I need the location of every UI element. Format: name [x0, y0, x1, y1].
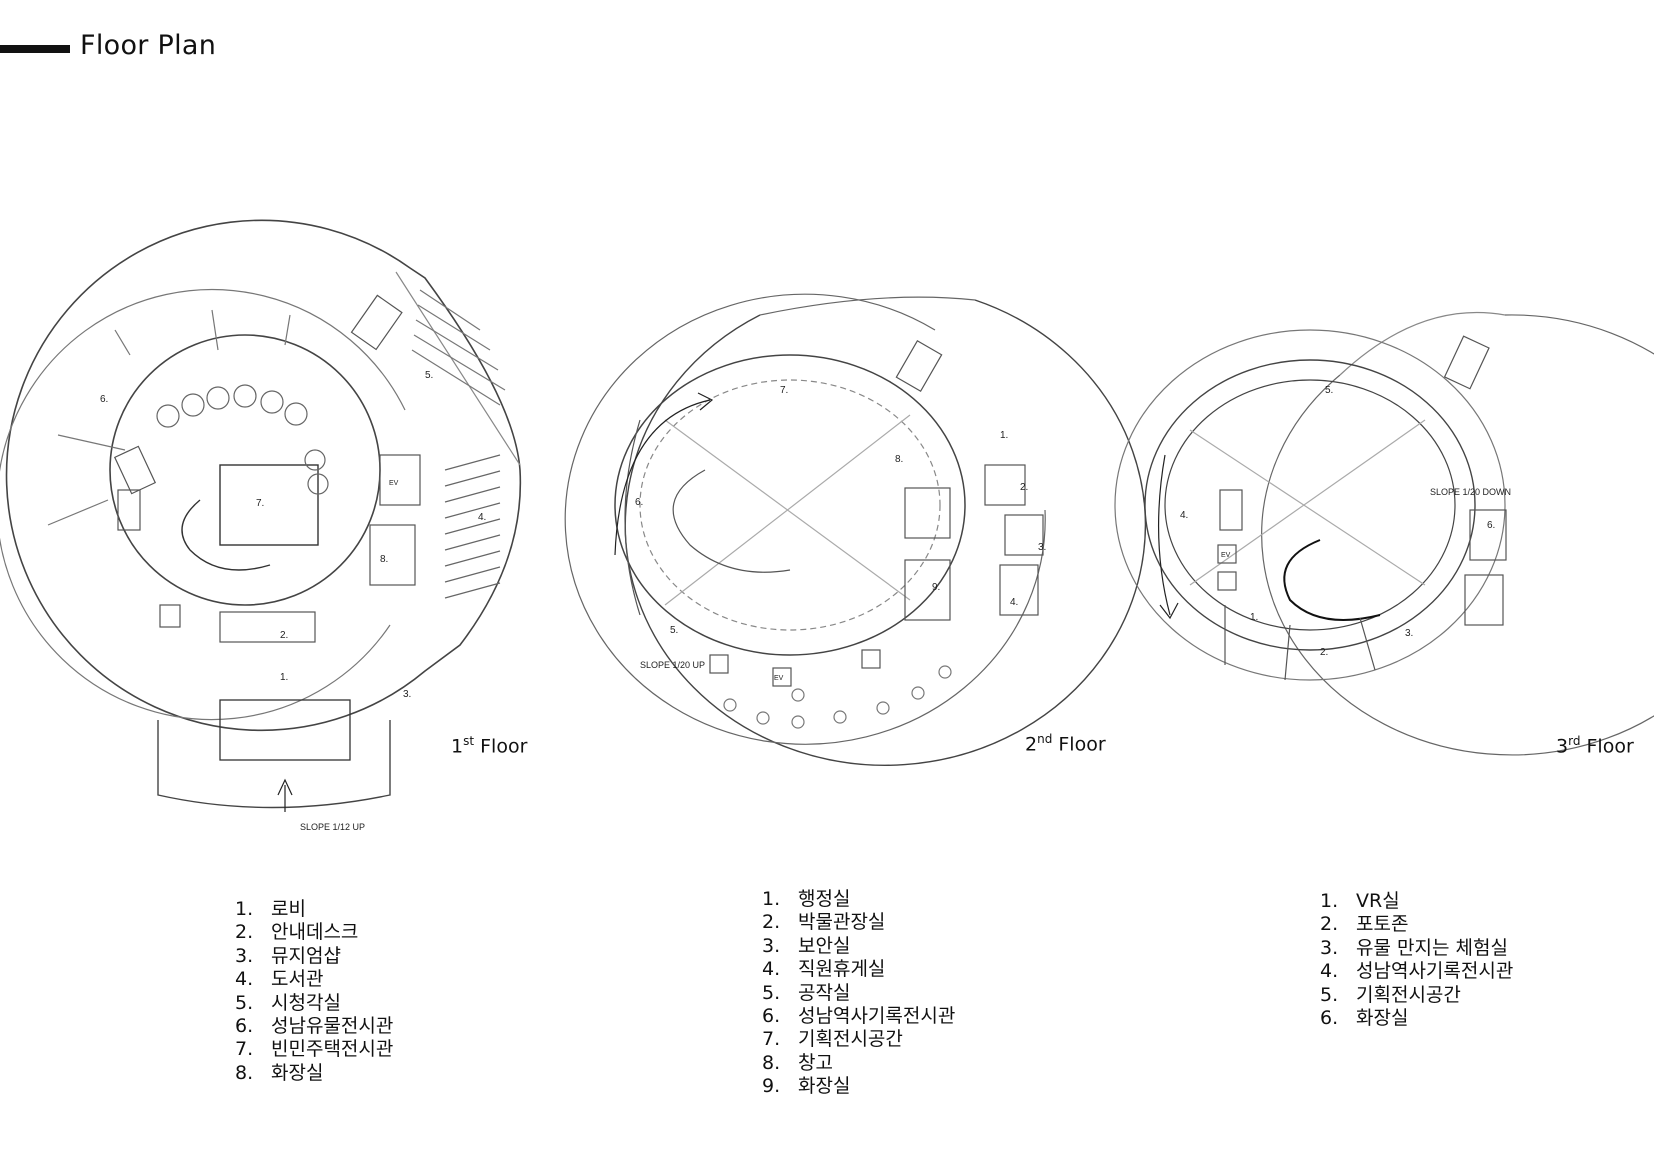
floor-1-label: 1st Floor	[451, 734, 527, 757]
floor-2-label-sup: nd	[1037, 732, 1053, 746]
floor-3-label-word: Floor	[1586, 735, 1634, 758]
legend-item: 5.시청각실	[235, 991, 341, 1014]
legend-item: 1.VR실	[1320, 890, 1400, 912]
floor-3-label-num: 3	[1556, 735, 1569, 758]
plan-f3-room-4: 4.	[1180, 510, 1188, 521]
plan-f1-room-2: 2.	[280, 630, 288, 641]
floor-3-plan	[1114, 311, 1654, 756]
legend-item: 2.박물관장실	[762, 911, 886, 934]
legend-item: 5.기획전시공간	[1320, 983, 1461, 1006]
legend-item: 3.보안실	[762, 934, 851, 957]
plan-f1-room-5: 5.	[425, 370, 433, 381]
plan-f1-room-8: 8.	[380, 554, 388, 565]
plan-f3-ev: EV	[1221, 552, 1231, 559]
legend-item: 6.성남유물전시관	[235, 1015, 394, 1038]
plan-f1-room-1: 1.	[280, 672, 288, 683]
legend-item: 4.성남역사기록전시관	[1320, 960, 1514, 983]
legend-item: 6.성남역사기록전시관	[762, 1005, 956, 1028]
legend-item: 3.뮤지엄샵	[235, 944, 341, 967]
plan-f2-ev: EV	[774, 675, 784, 682]
floor-1-plan	[0, 219, 522, 812]
floor-1-label-sup: st	[463, 734, 475, 748]
plan-f2-room-8: 8.	[895, 454, 903, 465]
floor-1-label-num: 1	[451, 735, 464, 758]
floor-3-legend: 1.VR실 2.포토존 3.유물 만지는 체험실 4.성남역사기록전시관 5.기…	[1320, 890, 1513, 1030]
floor-3-label-sup: rd	[1568, 734, 1581, 748]
plan-f1-room-7: 7.	[256, 498, 264, 509]
plan-f3-room-1: 1.	[1250, 612, 1258, 623]
floor-1-legend: 1.로비 2.안내데스크 3.뮤지엄샵 4.도서관 5.시청각실 6.성남유물전…	[235, 898, 393, 1085]
legend-item: 7.빈민주택전시관	[235, 1038, 394, 1061]
plan-f1-room-4: 4.	[478, 512, 486, 523]
plan-f2-room-7: 7.	[780, 385, 788, 396]
plan-f2-room-1: 1.	[1000, 430, 1008, 441]
page-title: Floor Plan	[80, 30, 217, 61]
legend-item: 3.유물 만지는 체험실	[1320, 936, 1508, 959]
title-rule	[0, 45, 70, 53]
plan-f1-ev: EV	[389, 480, 399, 487]
floor-2-label-num: 2	[1025, 733, 1038, 756]
plan-f1-room-3: 3.	[403, 689, 411, 700]
legend-item: 4.도서관	[235, 968, 324, 991]
plan-f2-room-9: 9.	[932, 582, 940, 593]
floor-2-plan	[564, 293, 1147, 766]
plan-f2-room-2: 2.	[1020, 482, 1028, 493]
plan-f2-room-4: 4.	[1010, 597, 1018, 608]
plan-f3-room-5: 5.	[1325, 385, 1333, 396]
plan-f2-slope: SLOPE 1/20 UP	[640, 660, 705, 670]
floor-1-label-word: Floor	[480, 735, 528, 758]
plan-f1-slope: SLOPE 1/12 UP	[300, 822, 365, 832]
plan-f3-room-3: 3.	[1405, 628, 1413, 639]
floor-3-label: 3rd Floor	[1556, 734, 1634, 757]
legend-item: 7.기획전시공간	[762, 1028, 903, 1051]
legend-item: 8.창고	[762, 1051, 833, 1074]
plan-f3-room-2: 2.	[1320, 647, 1328, 658]
legend-item: 6.화장실	[1320, 1007, 1409, 1030]
plan-f1-room-6: 6.	[100, 394, 108, 405]
floor-2-legend: 1.행정실 2.박물관장실 3.보안실 4.직원휴게실 5.공작실 6.성남역사…	[762, 888, 955, 1099]
floor-2-label-word: Floor	[1058, 733, 1106, 756]
legend-item: 2.안내데스크	[235, 921, 359, 944]
plan-f2-room-5: 5.	[670, 625, 678, 636]
plan-f3-slope: SLOPE 1/20 DOWN	[1430, 487, 1511, 497]
legend-item: 4.직원휴게실	[762, 958, 886, 981]
legend-item: 1.로비	[235, 898, 306, 920]
legend-item: 2.포토존	[1320, 913, 1409, 936]
plan-f3-room-6: 6.	[1487, 520, 1495, 531]
legend-item: 5.공작실	[762, 981, 851, 1004]
floor-2-label: 2nd Floor	[1025, 732, 1106, 755]
plan-f2-room-6: 6.	[635, 497, 643, 508]
legend-item: 9.화장실	[762, 1075, 851, 1098]
legend-item: 8.화장실	[235, 1061, 324, 1084]
plan-f2-room-3: 3.	[1038, 542, 1046, 553]
legend-item: 1.행정실	[762, 888, 851, 910]
